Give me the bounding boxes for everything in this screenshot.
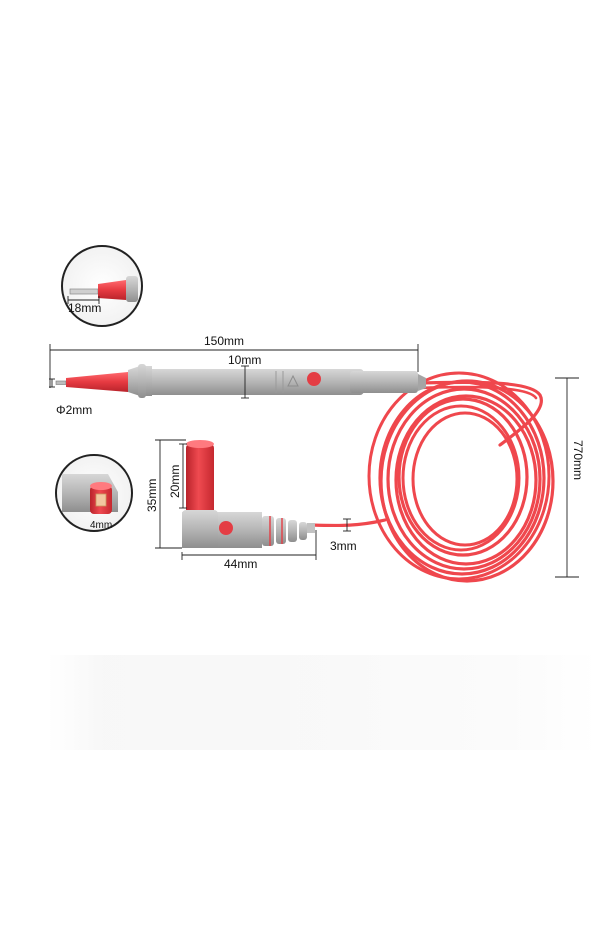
dim-plug-upper-height: 20mm bbox=[168, 443, 187, 509]
dim-plug-total-height: 35mm bbox=[145, 439, 186, 549]
label-tip-detail: 18mm bbox=[68, 301, 101, 315]
dim-cable-length: 770mm bbox=[555, 377, 585, 578]
dim-probe-length: 150mm bbox=[49, 334, 419, 388]
dim-handle-diameter: 10mm bbox=[228, 353, 261, 399]
label-cable-diameter: 3mm bbox=[330, 539, 357, 553]
label-handle-diameter: 10mm bbox=[228, 353, 261, 367]
dim-cable-diameter: 3mm bbox=[330, 518, 357, 553]
label-plug-length: 44mm bbox=[224, 557, 257, 571]
label-probe-length: 150mm bbox=[204, 334, 244, 348]
probe-tip-detail: 18mm bbox=[61, 245, 143, 327]
label-plug-total-height: 35mm bbox=[145, 479, 159, 512]
label-cable-length: 770mm bbox=[571, 440, 585, 480]
coiled-cable bbox=[310, 371, 555, 583]
banana-plug-detail: 4mm bbox=[55, 454, 133, 532]
dim-tip-diameter: Φ2mm bbox=[49, 378, 92, 417]
label-tip-diameter: Φ2mm bbox=[56, 403, 92, 417]
label-plug-upper-height: 20mm bbox=[168, 465, 182, 498]
dim-plug-length: 44mm bbox=[181, 530, 317, 571]
label-plug-detail: 4mm bbox=[90, 520, 112, 531]
probe-handle bbox=[55, 364, 426, 398]
right-angle-plug bbox=[182, 440, 315, 548]
faded-overlay-band bbox=[48, 655, 598, 750]
